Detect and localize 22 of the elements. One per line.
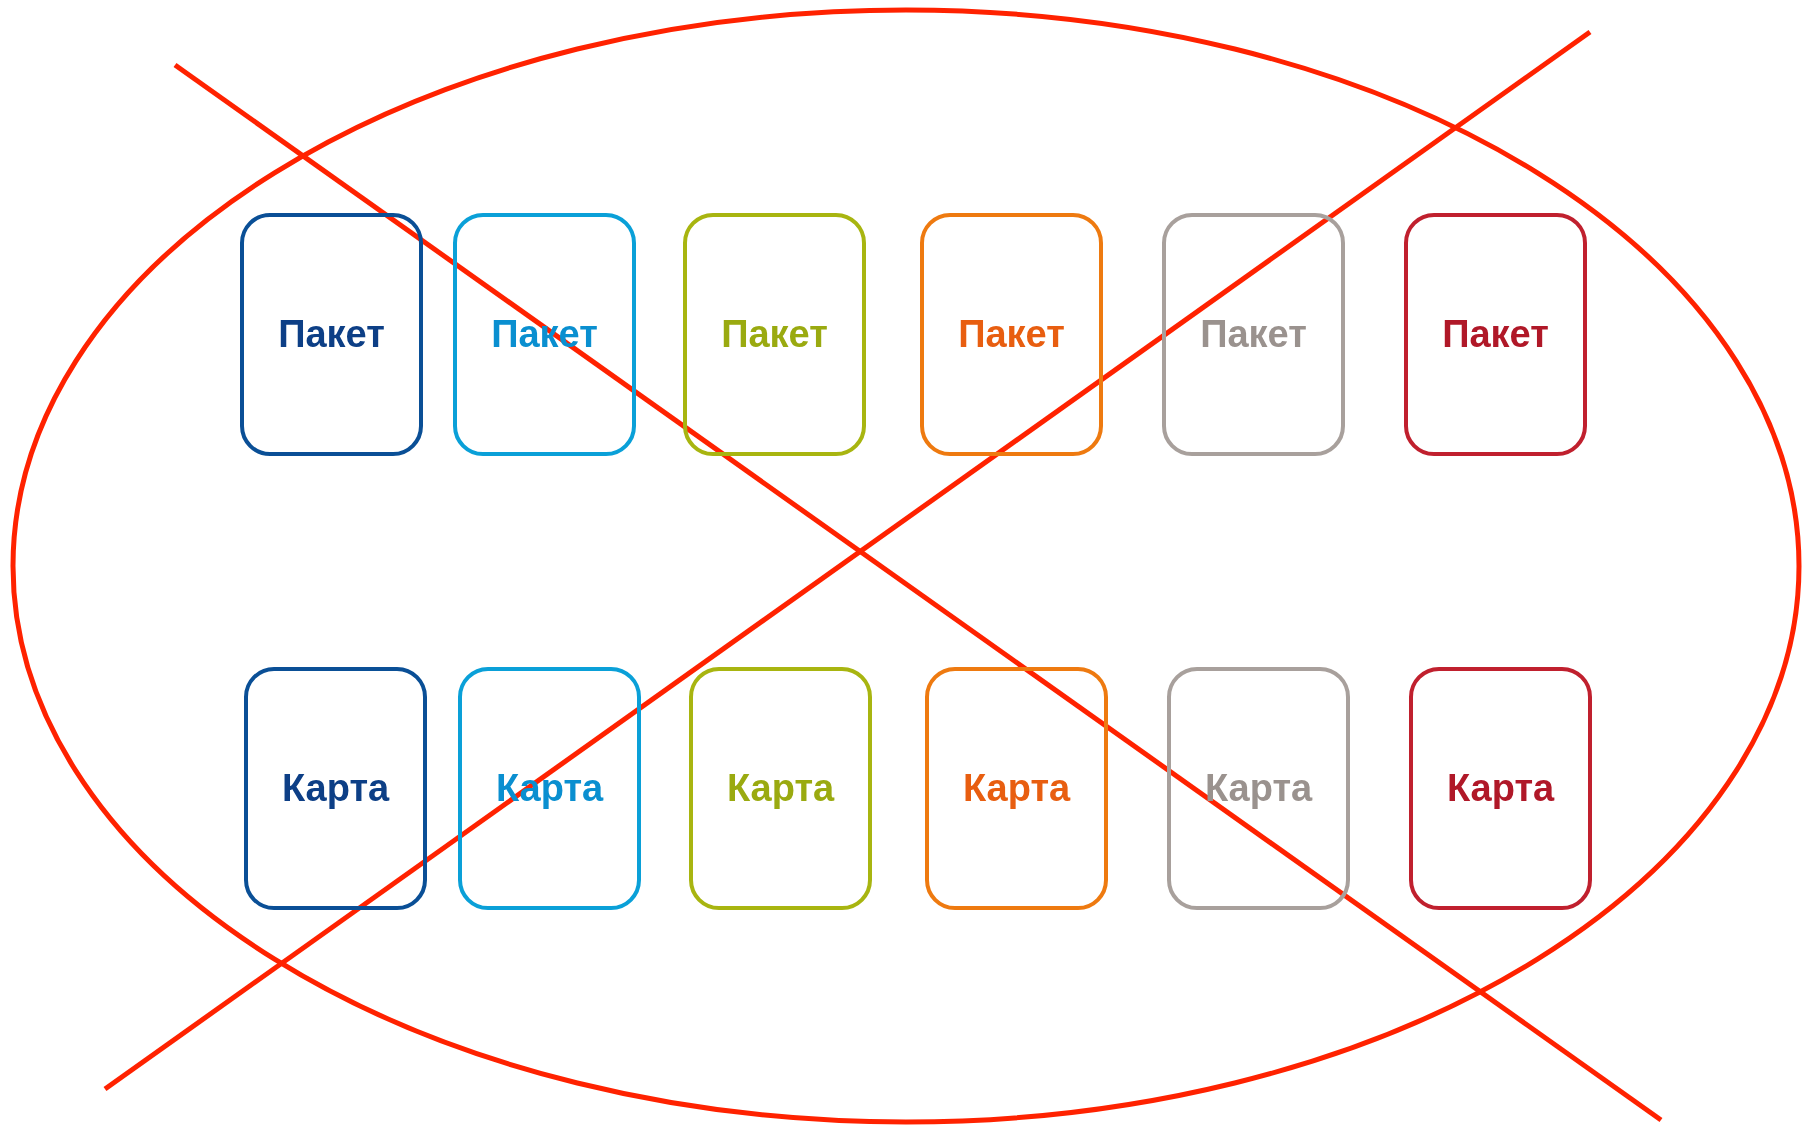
card-label: Пакет [1442,313,1549,356]
card-label: Пакет [1200,313,1307,356]
card-outline [240,213,423,456]
card-outline [1404,213,1587,456]
card-outline [1167,667,1350,910]
card-label: Пакет [721,313,828,356]
card-label: Карта [726,767,835,810]
card-label: Карта [962,767,1071,810]
card-label: Карта [1204,767,1313,810]
card-outline [925,667,1108,910]
card-outline [689,667,872,910]
card-outline [458,667,641,910]
card-outline [683,213,866,456]
card-label: Пакет [278,313,385,356]
card-outline [453,213,636,456]
card-outline [920,213,1103,456]
card-outline [244,667,427,910]
card-outline [1409,667,1592,910]
card-label: Карта [281,767,390,810]
card-label: Карта [1446,767,1555,810]
card-outline [1162,213,1345,456]
card-label: Пакет [958,313,1065,356]
